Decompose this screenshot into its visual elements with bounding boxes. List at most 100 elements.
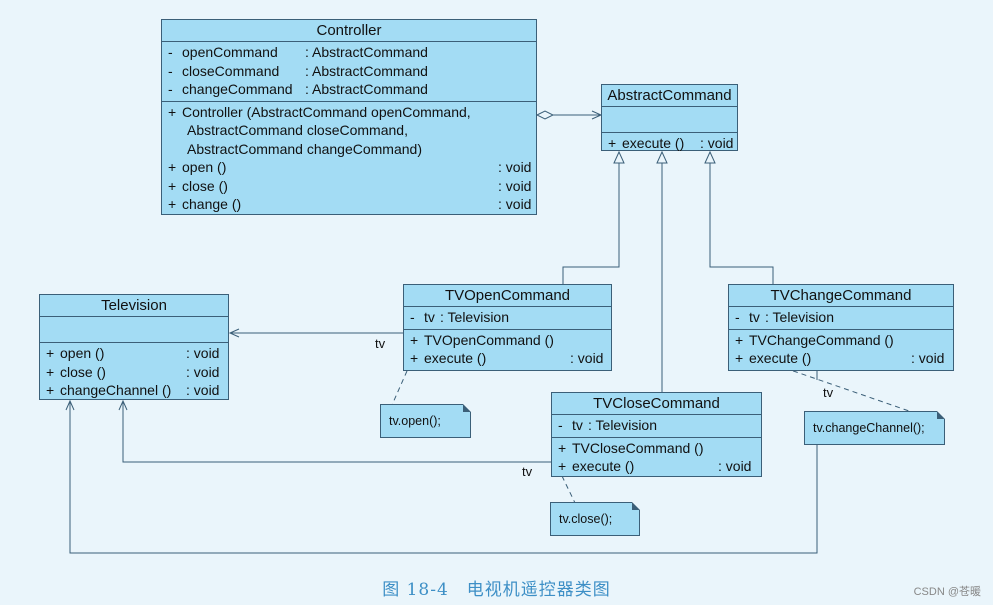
method-name: TVChangeCommand (): [749, 331, 894, 348]
association-change-line-2: [69, 401, 818, 554]
class-abstract-command: AbstractCommand + execute () : void: [601, 84, 738, 151]
method-type: : void: [186, 363, 220, 380]
constructor-row: + Controller (AbstractCommand openCommand…: [162, 103, 536, 122]
note-text: tv.close();: [559, 512, 613, 526]
note-anchor-close: [561, 475, 577, 506]
attribute-name: tv: [749, 309, 760, 325]
note-close: tv.close();: [550, 502, 640, 536]
method-type: : void: [570, 350, 604, 366]
association-close-line: [122, 401, 551, 463]
attribute-name: tv: [572, 417, 583, 433]
class-controller: Controller -openCommand : AbstractComman…: [161, 19, 537, 215]
visibility: +: [735, 331, 744, 348]
visibility: +: [558, 458, 567, 474]
method-row: +TVOpenCommand (): [404, 331, 611, 350]
attribute-type: : Television: [440, 309, 510, 325]
association-change-arrowhead: [65, 399, 75, 411]
attribute-row: -tv : Television: [552, 416, 761, 435]
method-name: TVCloseCommand (): [572, 439, 704, 456]
visibility: +: [410, 350, 419, 366]
note-anchor-change: [775, 364, 913, 413]
attribute-row: -openCommand : AbstractCommand: [162, 43, 536, 62]
operation-compartment: +open () : void + close () : void + change…: [40, 343, 228, 402]
association-open-arrowhead: [228, 328, 240, 338]
method-name: close (): [60, 363, 106, 380]
note-change: tv.changeChannel();: [804, 411, 945, 445]
visibility: -: [168, 81, 173, 97]
constructor-line: AbstractCommand changeCommand): [187, 140, 422, 157]
figure-caption: 图 18-4 电视机遥控器类图: [382, 580, 611, 600]
visibility: +: [410, 331, 419, 348]
note-fold-icon: [463, 404, 471, 412]
note-fold-icon: [632, 502, 640, 510]
method-name: changeChannel (): [60, 382, 172, 398]
class-name: TVChangeCommand: [729, 285, 953, 307]
attribute-type: : AbstractCommand: [305, 44, 428, 60]
class-name: Controller: [162, 20, 536, 42]
note-text: tv.changeChannel();: [813, 421, 925, 435]
visibility: +: [735, 350, 744, 366]
method-row: +change () : void: [162, 195, 536, 214]
attribute-compartment: -tv : Television: [404, 307, 611, 330]
method-row: +execute () : void: [729, 349, 953, 368]
attribute-compartment: -openCommand : AbstractCommand -closeCom…: [162, 42, 536, 102]
attribute-type: : Television: [588, 417, 658, 433]
method-name: change (): [182, 196, 242, 212]
attribute-name: closeCommand: [182, 62, 280, 79]
attribute-row: -tv : Television: [729, 308, 953, 327]
visibility: +: [608, 135, 617, 151]
visibility: +: [168, 103, 177, 120]
visibility: +: [46, 345, 55, 361]
method-name: execute (): [622, 135, 685, 151]
method-row: +close () : void: [162, 177, 536, 196]
operation-compartment: +TVOpenCommand () + execute () : void: [404, 330, 611, 370]
method-name: execute (): [424, 350, 487, 366]
method-row: + execute () : void: [404, 349, 611, 368]
attribute-type: : Television: [765, 309, 835, 325]
generalization-close-triangle: [656, 150, 668, 164]
method-row: +open () : void: [40, 344, 228, 363]
class-tv-open-command: TVOpenCommand -tv : Television +TVOpenCo…: [403, 284, 612, 371]
attribute-compartment: -tv : Television: [729, 307, 953, 330]
class-name: AbstractCommand: [602, 85, 737, 107]
note-anchor-open: [391, 370, 408, 406]
attribute-row: -changeCommand : AbstractCommand: [162, 80, 536, 99]
generalization-open-line: [562, 163, 620, 285]
attribute-row: -tv : Television: [404, 308, 611, 327]
role-label-open: tv: [375, 336, 386, 351]
aggregation-diamond: [535, 110, 555, 120]
note-text: tv.open();: [389, 414, 441, 428]
method-row: + close () : void: [40, 363, 228, 382]
role-label-change: tv: [823, 385, 834, 400]
attribute-name: tv: [424, 309, 435, 325]
method-name: close (): [182, 177, 228, 194]
class-name: TVOpenCommand: [404, 285, 611, 307]
visibility: -: [735, 309, 740, 325]
method-type: : void: [498, 159, 532, 175]
attribute-compartment: [40, 317, 228, 343]
method-type: : void: [186, 382, 220, 398]
association-close-arrowhead: [118, 399, 128, 411]
operation-compartment: + TVChangeCommand () +execute () : void: [729, 330, 953, 370]
method-type: : void: [718, 458, 752, 474]
visibility: +: [168, 177, 177, 194]
constructor-row: AbstractCommand closeCommand,: [162, 121, 536, 140]
generalization-change-line: [709, 163, 774, 284]
attribute-type: : AbstractCommand: [305, 81, 428, 97]
method-name: open (): [182, 159, 227, 175]
method-type: : void: [700, 135, 734, 151]
attribute-name: openCommand: [182, 44, 278, 60]
watermark: CSDN @苍暖: [913, 586, 981, 598]
visibility: +: [46, 363, 55, 380]
attribute-compartment: -tv : Television: [552, 415, 761, 438]
method-type: : void: [911, 350, 945, 366]
method-type: : void: [186, 345, 220, 361]
visibility: -: [558, 417, 563, 433]
class-tv-close-command: TVCloseCommand -tv : Television +TVClose…: [551, 392, 762, 477]
class-tv-change-command: TVChangeCommand -tv : Television + TVChan…: [728, 284, 954, 371]
generalization-change-triangle: [704, 150, 716, 164]
method-row: + execute () : void: [602, 134, 737, 153]
class-television: Television +open () : void +close () : v…: [39, 294, 229, 400]
constructor-line: Controller (AbstractCommand openCommand,: [182, 103, 471, 120]
